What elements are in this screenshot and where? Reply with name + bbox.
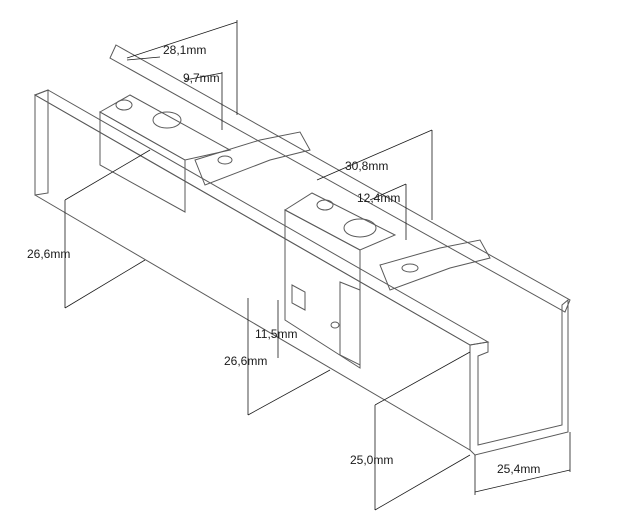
left-bracket-hole	[152, 111, 182, 129]
front-flange	[33, 89, 490, 346]
dim-label-9-7: 9,7mm	[183, 71, 220, 85]
right-clip-tab	[379, 239, 491, 291]
dim-label-12-4: 12,4mm	[357, 191, 400, 205]
dim-label-25-0: 25,0mm	[350, 453, 393, 467]
dim-label-28-1: 28,1mm	[163, 43, 206, 57]
dimension-lines	[64, 20, 571, 511]
right-bracket	[284, 192, 491, 369]
left-clip-tab	[194, 131, 311, 186]
right-bracket-hole	[343, 218, 377, 238]
dim-label-26-6-left: 26,6mm	[27, 247, 70, 261]
dim-label-11-5: 11,5mm	[255, 327, 297, 341]
channel-profile-end	[469, 298, 569, 456]
channel-end-panel	[34, 89, 49, 196]
dim-label-26-6-right: 26,6mm	[224, 354, 267, 368]
left-bracket	[98, 94, 311, 213]
dim-label-30-8: 30,8mm	[345, 159, 388, 173]
rear-lip	[109, 44, 571, 313]
dim-label-25-4: 25,4mm	[497, 462, 540, 476]
